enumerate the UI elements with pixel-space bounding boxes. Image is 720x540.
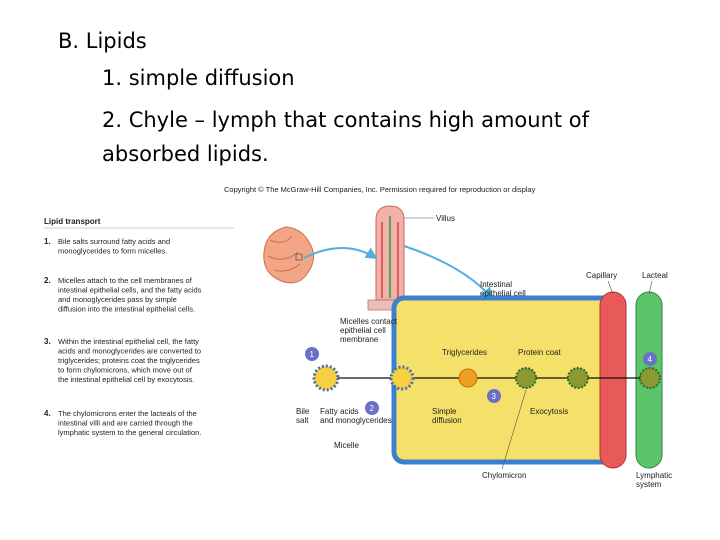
step-text-line: lymphatic system to the general circulat… bbox=[58, 428, 201, 437]
triglycerides-label: Triglycerides bbox=[442, 348, 487, 357]
marker-1: 1 bbox=[305, 347, 319, 361]
micelles-contact-label-2: epithelial cell bbox=[340, 326, 386, 335]
step-text-line: monoglycerides to form micelles. bbox=[58, 247, 167, 256]
step-text-line: Bile salts surround fatty acids and bbox=[58, 237, 170, 246]
exocytosis-label: Exocytosis bbox=[530, 407, 568, 416]
capillary bbox=[599, 291, 627, 469]
chylomicron-label: Chylomicron bbox=[482, 471, 526, 480]
svg-text:3: 3 bbox=[492, 392, 497, 401]
lymphatic-label-2: system bbox=[636, 480, 662, 489]
copyright-line: Copyright © The McGraw-Hill Companies, I… bbox=[224, 185, 536, 194]
intestine-illustration bbox=[263, 226, 314, 284]
svg-text:1: 1 bbox=[310, 350, 315, 359]
slide-heading: B. Lipids bbox=[58, 29, 147, 53]
step-text-line: intestinal epithelial cells, and the fat… bbox=[58, 286, 202, 295]
bile-salt-label-2: salt bbox=[296, 416, 309, 425]
lymphatic-label-1: Lymphatic bbox=[636, 471, 672, 480]
capillary-label: Capillary bbox=[586, 271, 617, 280]
step-text-line: to form chylomicrons, which move out of bbox=[58, 366, 193, 375]
villus-illustration: Villus bbox=[303, 205, 494, 311]
list-item-simple-diffusion: 1. simple diffusion bbox=[102, 66, 295, 90]
triglyceride-droplet bbox=[458, 368, 478, 388]
epithelial-cell-label-1: Intestinal bbox=[480, 280, 512, 289]
step-text-line: intestinal villi and are carried through… bbox=[58, 419, 193, 428]
micelle-2 bbox=[389, 365, 415, 391]
step-text-line: The chylomicrons enter the lacteals of t… bbox=[58, 409, 197, 418]
step-text-line: triglycerides; proteins coat the triglyc… bbox=[58, 356, 200, 365]
step-text-line: acids and monoglycerides are converted t… bbox=[58, 347, 201, 356]
step-text-line: and monoglycerides pass by simple bbox=[58, 295, 177, 304]
simple-diffusion-label-1: Simple bbox=[432, 407, 457, 416]
fatty-acids-label-2: and monoglycerides bbox=[320, 416, 392, 425]
villus-label: Villus bbox=[436, 214, 455, 223]
step-text-line: Within the intestinal epithelial cell, t… bbox=[58, 337, 199, 346]
micelles-contact-label-1: Micelles contact bbox=[340, 317, 398, 326]
chylomicron-exocytosis bbox=[567, 367, 589, 389]
fatty-acids-label-1: Fatty acids bbox=[320, 407, 359, 416]
protein-coat-label: Protein coat bbox=[518, 348, 561, 357]
chylomicron-lacteal bbox=[639, 367, 661, 389]
step-text-line: Micelles attach to the cell membranes of bbox=[58, 276, 193, 285]
lipid-transport-figure: Copyright © The McGraw-Hill Companies, I… bbox=[44, 185, 672, 489]
step-text-line: the intestinal epithelial cell by exocyt… bbox=[58, 375, 194, 384]
marker-4: 4 bbox=[643, 352, 657, 366]
svg-text:2: 2 bbox=[370, 404, 375, 413]
micelle-label: Micelle bbox=[334, 441, 359, 450]
epithelial-cell-label-2: epithelial cell bbox=[480, 289, 526, 298]
list-item-chyle: 2. Chyle – lymph that contains high amou… bbox=[102, 108, 590, 166]
step-number: 1. bbox=[44, 237, 51, 246]
svg-text:4: 4 bbox=[648, 355, 653, 364]
marker-2: 2 bbox=[365, 401, 379, 415]
step-text-line: diffusion into the intestinal epithelial… bbox=[58, 305, 195, 314]
panel-title: Lipid transport bbox=[44, 217, 101, 226]
step-number: 2. bbox=[44, 276, 51, 285]
lacteal-label: Lacteal bbox=[642, 271, 668, 280]
micelles-contact-label-3: membrane bbox=[340, 335, 379, 344]
step-number: 4. bbox=[44, 409, 51, 418]
simple-diffusion-label-2: diffusion bbox=[432, 416, 462, 425]
micelle-1 bbox=[312, 364, 340, 392]
marker-3: 3 bbox=[487, 389, 501, 403]
chylomicron-in-cell bbox=[515, 367, 537, 389]
bile-salt-label-1: Bile bbox=[296, 407, 310, 416]
step-number: 3. bbox=[44, 337, 51, 346]
steps-list: 1. Bile salts surround fatty acids andmon… bbox=[44, 237, 202, 437]
